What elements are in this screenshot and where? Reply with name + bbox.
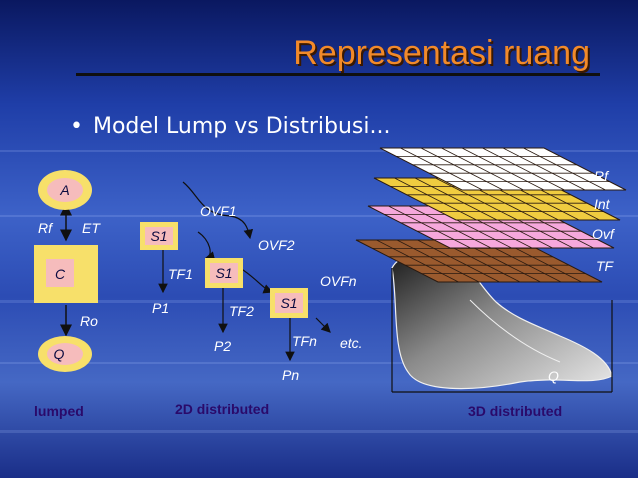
lumped-outlet-q: Q [38,336,92,372]
lumped-caption: lumped [34,403,84,419]
bg-streak [0,430,638,433]
ovf-to-cell2-arrow [197,231,216,261]
ovf2-label: OVF2 [258,237,295,253]
distributed-2d-caption: 2D distributed [175,401,270,417]
ovf2-arrow [239,267,274,294]
lumped-store-c: C [34,245,98,303]
ovf1-arrow [182,181,254,240]
layer-rf [379,147,627,191]
outlet-q-label: Q [548,368,559,384]
bullet-text: Model Lump vs Distribusi... [92,114,391,139]
cell-s1-3: S1 [270,288,308,318]
etc-arrow [315,317,331,333]
layer-rf-label: Rf [594,168,608,184]
slide-title: Representasi ruang [293,34,590,72]
cell-s1-2: S1 [205,258,243,288]
title-underline [76,73,600,76]
layer-tf-label: TF [596,258,614,274]
layer-int-label: Int [594,196,610,212]
bg-streak [0,362,638,364]
p2-label: P2 [214,338,232,354]
layer-ovf-label: Ovf [592,226,614,242]
etc-label: etc. [340,335,363,351]
p1-label: P1 [152,300,170,316]
cell-s1-1: S1 [140,222,178,250]
distributed-3d-caption: 3D distributed [468,403,563,419]
bullet-item: • Model Lump vs Distribusi... [70,114,390,139]
lumped-et-label: ET [82,220,100,236]
tfn-label: TFn [292,333,317,349]
tf2-label: TF2 [229,303,254,319]
bullet-dot-icon: • [70,114,83,139]
layer-tf [355,239,603,283]
pn-label: Pn [282,367,300,383]
lumped-node-a: A [38,170,92,210]
bg-streak [0,215,638,217]
bg-streak [0,300,638,303]
ovfn-label: OVFn [320,273,357,289]
ovf1-label: OVF1 [200,203,237,219]
lumped-rf-label: Rf [38,220,52,236]
bg-streak [0,150,638,152]
tf1-label: TF1 [168,266,193,282]
terrain-channel [469,299,561,363]
lumped-ro-label: Ro [80,313,98,329]
